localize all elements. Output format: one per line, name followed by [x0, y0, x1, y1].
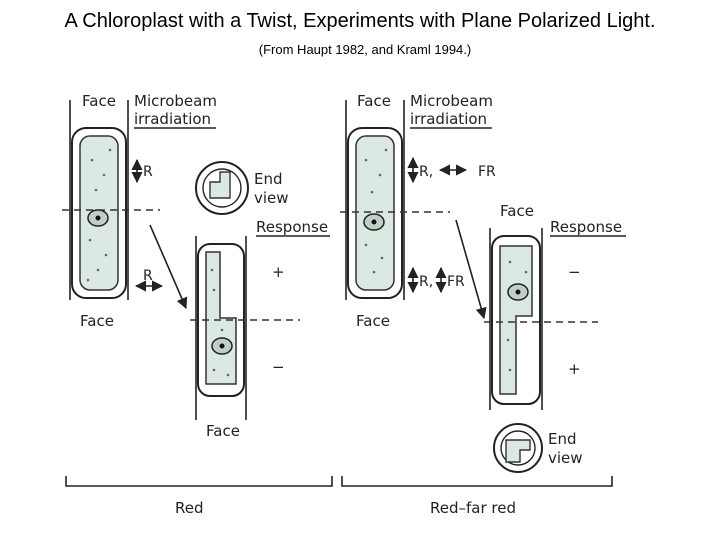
red-end-view-line2: view: [254, 189, 289, 207]
rfr-end-view-line1: End: [548, 430, 577, 448]
rfr-face-response-top: Face: [500, 202, 534, 220]
red-face-response-bottom: Face: [206, 422, 240, 440]
rfr-end-view-line2: view: [548, 449, 583, 467]
red-beam-top-label: R: [143, 164, 153, 180]
rfr-response-label: Response: [550, 218, 622, 236]
rfr-beam-bottom-r: R,: [419, 274, 433, 290]
rfr-microbeam-line1: Microbeam: [410, 92, 493, 110]
red-microbeam-line2: irradiation: [134, 110, 211, 128]
red-end-view-line1: End: [254, 170, 283, 188]
rfr-microbeam-line2: irradiation: [410, 110, 487, 128]
rfr-response-chloroplast: [499, 245, 533, 395]
rfr-left-chloroplast: [355, 135, 395, 291]
red-sign-top: +: [272, 263, 285, 281]
red-panel-label: Red: [175, 499, 204, 517]
red-microbeam-line1: Microbeam: [134, 92, 217, 110]
red-face-top: Face: [82, 92, 116, 110]
red-response-cell: [195, 236, 247, 420]
rfr-face-top: Face: [357, 92, 391, 110]
rfr-beam-top-fr: FR: [478, 164, 496, 180]
rfr-panel-label: Red–far red: [430, 499, 516, 517]
rfr-response-arrow: [455, 219, 487, 320]
red-end-view-icon: [195, 161, 249, 215]
rfr-response-cell: [489, 228, 543, 410]
red-face-left-bottom: Face: [80, 312, 114, 330]
rfr-bracket: [341, 476, 613, 487]
red-response-label: Response: [256, 218, 328, 236]
figure-title: A Chloroplast with a Twist, Experiments …: [64, 10, 656, 32]
rfr-beam-top-r: R,: [419, 164, 433, 180]
panel-red-far-red: Face Microbeam irradiation R, FR R, FR F…: [340, 92, 626, 517]
red-bracket: [65, 476, 333, 487]
red-response-arrow: [149, 224, 188, 310]
rfr-left-cell: [345, 100, 405, 300]
rfr-beam-bottom-fr: FR: [447, 274, 465, 290]
rfr-face-left-bottom: Face: [356, 312, 390, 330]
red-sign-bottom: −: [272, 358, 285, 376]
red-left-cell: [69, 100, 129, 300]
red-beam-bottom-label: R: [143, 268, 153, 284]
figure-subtitle: (From Haupt 1982, and Kraml 1994.): [258, 42, 472, 57]
panel-red: Face Microbeam irradiation R R Face End …: [62, 92, 333, 517]
rfr-sign-top: −: [568, 263, 581, 281]
rfr-end-view-icon: [493, 423, 543, 473]
rfr-sign-bottom: +: [568, 360, 581, 378]
